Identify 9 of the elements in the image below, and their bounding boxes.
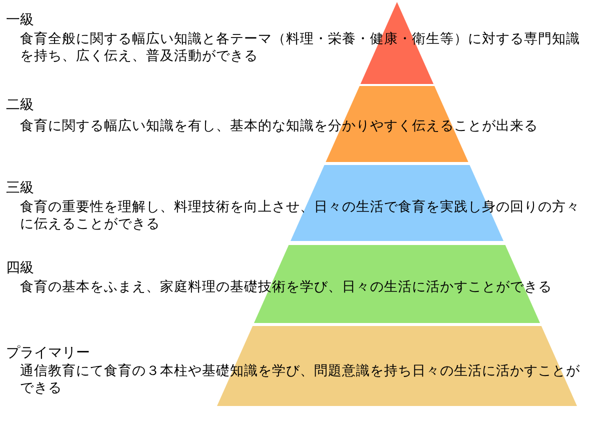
level-title: 二級: [6, 97, 34, 114]
level-description: 食育に関する幅広い知識を有し、基本的な知識を分かりやすく伝えることが出来る: [20, 118, 539, 135]
level-description: 通信教育にて食育の３本柱や基礎知識を学び、問題意識を持ち日々の生活に活かすことができる: [20, 363, 581, 397]
level-description: 食育の重要性を理解し、料理技術を向上させ、日々の生活で食育を実践し身の回りの方々に伝えることができる: [20, 199, 581, 233]
level-title: 三級: [6, 180, 34, 197]
level-title: プライマリー: [6, 345, 90, 362]
level-title: 一級: [6, 12, 34, 29]
level-description: 食育の基本をふまえ、家庭料理の基礎技術を学び、日々の生活に活かすことができる: [20, 279, 553, 296]
level-title: 四級: [6, 260, 34, 277]
